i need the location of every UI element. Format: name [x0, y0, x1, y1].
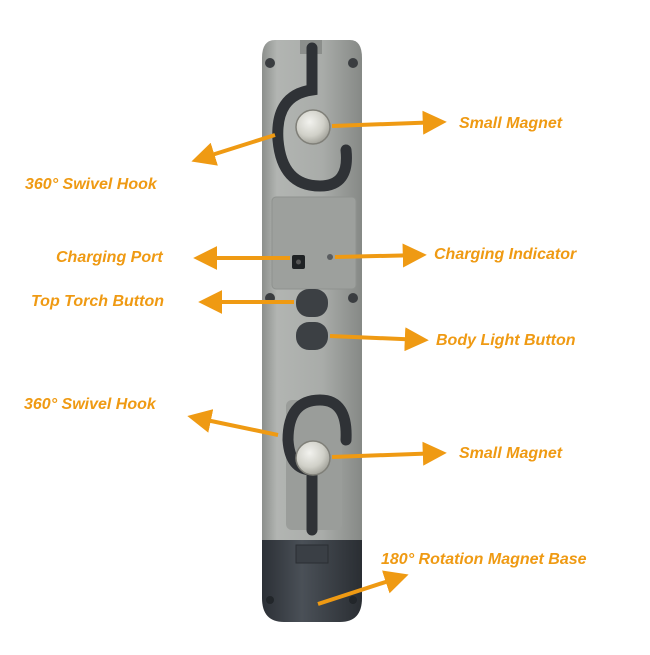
label-charging-indicator: Charging Indicator	[434, 246, 577, 263]
body-light-button[interactable]	[296, 322, 328, 350]
hook-icon	[272, 42, 352, 192]
magnet-icon	[295, 109, 331, 145]
base-grip-lines	[295, 544, 329, 564]
screw-icon	[349, 596, 357, 604]
charging-indicator-led	[327, 254, 333, 260]
screw-icon	[348, 58, 358, 68]
arrow-swivel-hook-bottom	[187, 409, 279, 437]
screw-icon	[265, 58, 275, 68]
label-rotation-base: 180° Rotation Magnet Base	[381, 551, 587, 568]
arrow-charging-indicator	[334, 243, 427, 268]
magnet-icon	[295, 440, 331, 476]
screw-icon	[348, 293, 358, 303]
label-charging-port: Charging Port	[56, 249, 163, 266]
center-panel	[271, 196, 357, 290]
label-body-light-button: Body Light Button	[436, 332, 576, 349]
label-swivel-hook-bottom: 360° Swivel Hook	[24, 396, 156, 413]
arrow-rotation-base	[317, 570, 409, 606]
screw-icon	[266, 596, 274, 604]
label-small-magnet-top: Small Magnet	[459, 115, 563, 132]
arrow-body-light-button	[329, 327, 429, 352]
label-small-magnet-bottom: Small Magnet	[459, 445, 563, 462]
label-swivel-hook-top: 360° Swivel Hook	[25, 176, 157, 193]
arrow-small-magnet-bottom	[331, 441, 447, 466]
top-torch-button[interactable]	[296, 289, 328, 317]
charging-port-pin	[296, 259, 301, 265]
arrow-small-magnet-top	[331, 110, 447, 135]
label-top-torch-button: Top Torch Button	[31, 293, 164, 310]
arrow-swivel-hook-top	[191, 133, 276, 166]
